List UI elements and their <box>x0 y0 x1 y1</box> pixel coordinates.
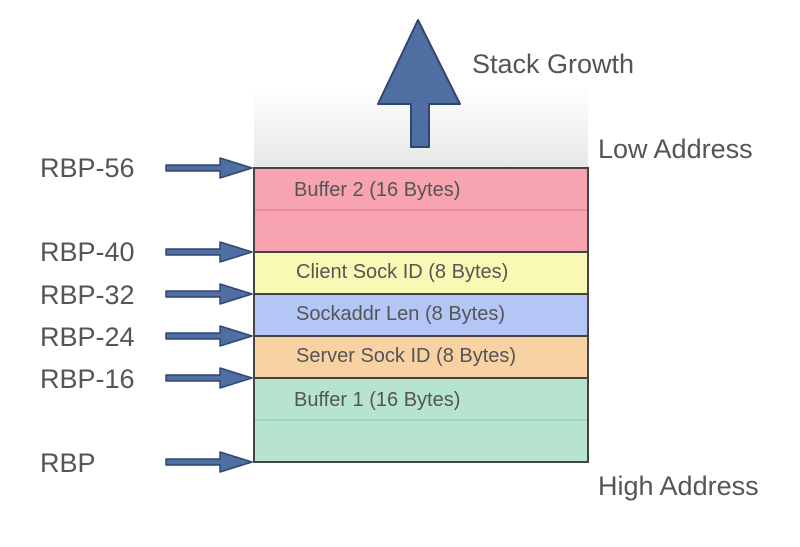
block-sockaddr-len <box>253 293 589 337</box>
register-label-rbp-40: RBP-40 <box>40 237 135 267</box>
register-label-rbp-56: RBP-56 <box>40 153 135 183</box>
register-label-rbp-24: RBP-24 <box>40 322 135 352</box>
register-label-rbp-32: RBP-32 <box>40 280 135 310</box>
high-address-label: High Address <box>598 471 759 501</box>
pointer-arrow-rbp <box>165 451 253 473</box>
pointer-arrow-rbp-56 <box>165 157 253 179</box>
pointer-arrow-rbp-32 <box>165 283 253 305</box>
register-label-rbp-16: RBP-16 <box>40 364 135 394</box>
block-label-buffer-1: Buffer 1 (16 Bytes) <box>294 389 461 411</box>
stack-growth-arrow <box>377 19 461 148</box>
stack-growth-label: Stack Growth <box>472 49 635 79</box>
block-label-client-sock-id: Client Sock ID (8 Bytes) <box>296 261 509 283</box>
pointer-arrow-rbp-40 <box>165 241 253 263</box>
block-label-server-sock-id: Server Sock ID (8 Bytes) <box>296 345 517 367</box>
register-label-rbp: RBP <box>40 448 96 478</box>
block-client-sock-id <box>253 251 589 295</box>
register-arrows <box>165 157 253 473</box>
low-address-label: Low Address <box>598 134 753 164</box>
block-label-sockaddr-len: Sockaddr Len (8 Bytes) <box>296 303 505 325</box>
pointer-arrow-rbp-24 <box>165 325 253 347</box>
block-label-buffer-2: Buffer 2 (16 Bytes) <box>294 179 461 201</box>
pointer-arrow-rbp-16 <box>165 367 253 389</box>
